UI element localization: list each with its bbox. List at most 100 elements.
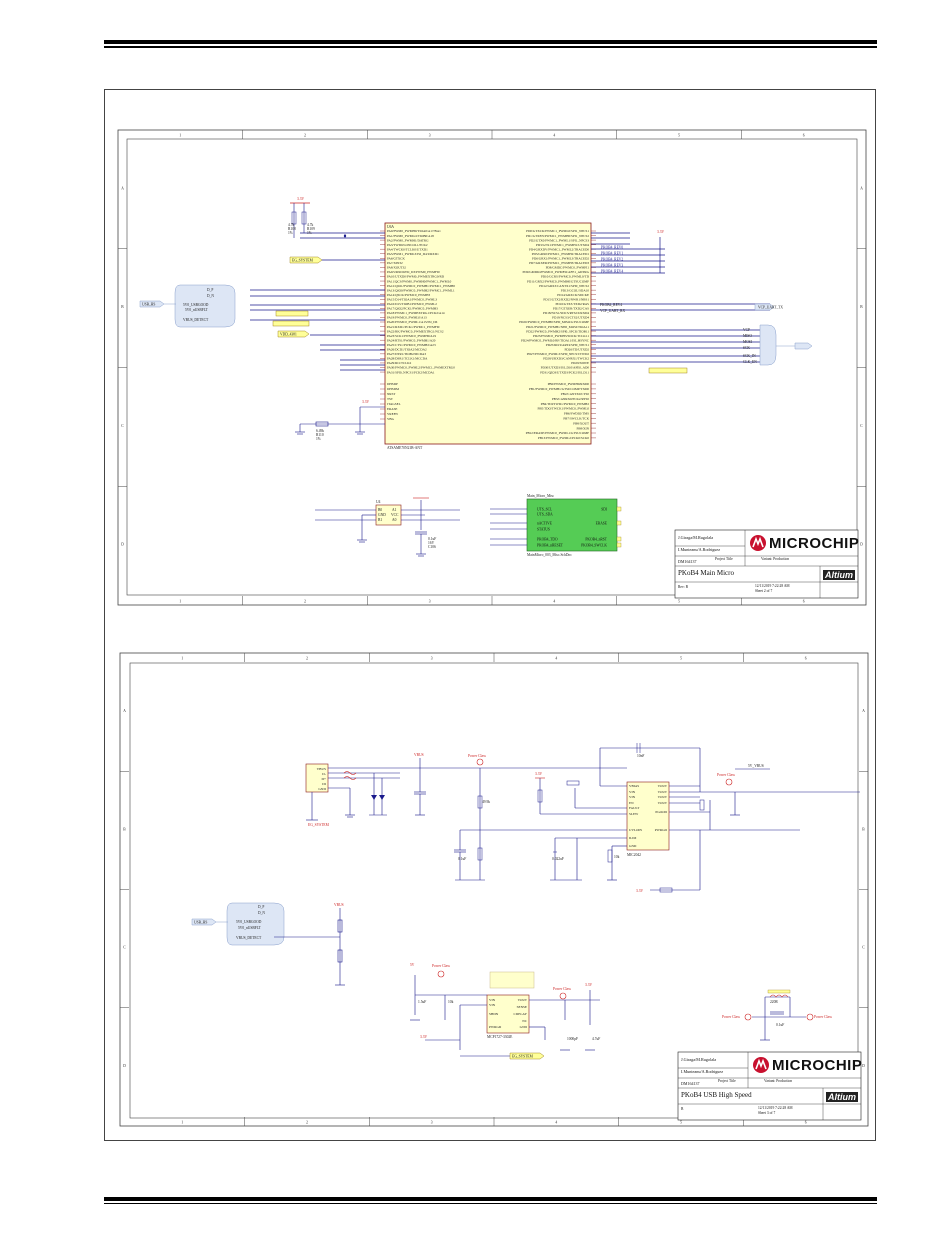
sub-right-pin: PKOB4_SWCLK (581, 543, 607, 547)
mcu-right-pin: PD30/UTXD3/ISI_D10/AFE0_AD0 (541, 366, 590, 370)
right-yellow-label (648, 367, 688, 374)
mic2042-right-pin: PWRGD (655, 828, 668, 832)
sub-port (616, 506, 622, 512)
mcu-right-pin: PD3/GTX1/PWMC1_PWMH1/UTXD4 (536, 243, 589, 247)
col-number: 5 (680, 657, 682, 661)
row-letter: A (121, 186, 124, 190)
mcu-right-pin: PD17/GTXER/TXD2/CAS (553, 307, 589, 311)
mic2042-left-pin: FAULT (629, 806, 640, 810)
row-letter: C (123, 946, 126, 950)
r108-tol: 1% (288, 231, 293, 235)
usb-input-wires (306, 758, 480, 821)
mic2042-right-pin: VOUT (658, 801, 668, 805)
power-class-1: Power Class (468, 754, 486, 758)
power-class-2: Power Class (717, 773, 735, 777)
rev-label: PKOB4_REV0 (601, 246, 623, 250)
c118-value: 4.7uF (592, 1037, 600, 1041)
mcp1727-part: MCP1727-3302E (487, 1035, 513, 1039)
sub-left-pin: UTS_SCL (537, 507, 552, 511)
mcu-bottom-right-pin: PB12/ERASE/PWMC0_PWML1/GTSUCOMP (526, 431, 590, 435)
tb-part-number: DM164137 (681, 1081, 699, 1086)
ldo-eg-system-label (509, 1052, 545, 1060)
power-class-3: Power Class (432, 964, 450, 968)
r110-value: 6.49k (316, 429, 324, 433)
tb-title: PKoB4 USB High Speed (681, 1091, 752, 1099)
mic2042-left-pin: SLEW (629, 812, 639, 816)
vbg-resistor (295, 406, 385, 435)
mcu-bottom-right-pin: PB1/PWMC0_PWMH1/GTSUCOMP/TXD0 (529, 387, 589, 391)
pkob4-rev-labels: PKOB4_REV0PKOB4_REV1PKOB4_REV2PKOB4_REV3… (601, 246, 623, 274)
eg-system-label (289, 256, 323, 264)
mcu-left-pin: PA21/RXD1/PCK1/PWMC1_PWMFI0 (387, 325, 440, 329)
r108-value: 4.7k (288, 223, 294, 227)
mcu-right-pin: PD29/SDWE (571, 361, 589, 365)
regulator-power-label-2: 3.3V (636, 889, 643, 893)
col-number: 3 (431, 1121, 433, 1125)
sck-label: MOSI (743, 340, 753, 344)
tb-sheet: Sheet 3 of 7 (758, 1111, 775, 1115)
mcu-left-pins: PA0/PWM0_PWMH0/TIOA0/A17/BA1PA1/PWM0_PWM… (380, 229, 455, 374)
sheet1-left-wires (250, 232, 385, 371)
r109-tol: 1% (307, 231, 312, 235)
mcu-right-pin: PD12/GRX3/CANTX1/SPI0_NPCS2 (539, 284, 589, 288)
mic2042-right-pin: VOUT (658, 784, 668, 788)
tb-part-number: DM164137 (678, 559, 696, 564)
mcu-right-pin: PD11/GRX2/PWMC0_PWMH0/GTSUCOMP (527, 279, 589, 283)
mcu-bottom-left-pin: VBG (387, 417, 395, 421)
r113-value: 49.9k (482, 800, 490, 804)
miso-label: VCP (743, 328, 750, 332)
mcu-bottom-right-pin: PB13/PWMC0_PWML2/PCK0/SCK0 (538, 436, 589, 440)
u4-pin-a0: A0 (392, 518, 397, 522)
col-number: 5 (680, 1121, 682, 1125)
tb-variant: Variant: Production (761, 557, 789, 561)
mcu-right-pin: PD1/GTXEN/PWMC1_PWMH0/SPI1_NPCS2 (526, 234, 589, 238)
mcu-body (384, 222, 592, 445)
r108-ref: R108 (288, 227, 296, 231)
mcu-bottom-right-pin: PB5/TDO/TWCK1/PWMC0_PWML0 (538, 407, 590, 411)
mcu-bottom-right-pin: PB7/SWCLK/TCK (563, 417, 589, 421)
tb-engineer: I.Munteanu/A.Rodriguez (678, 547, 720, 552)
col-number: 6 (803, 134, 805, 138)
sheet2-power-wires (454, 747, 860, 891)
connector-pin: D- (322, 772, 327, 776)
mcu-right-pin: PD0/GTXCK/PWMC1_PWML0/SPI1_NPCS1 (526, 229, 589, 233)
c116-value: 1.5uF (418, 1000, 426, 1004)
mic2042-left-pin: VIN (629, 795, 636, 799)
tb-date: 12/11/2019 7:22:28 AM (758, 1106, 793, 1110)
mcu-bottom-left-pin: DHSDM (387, 387, 399, 391)
spi-harness (759, 324, 777, 366)
c106-ref: C106 (428, 545, 436, 549)
mcu-right-pin: PD4/GRXDV/PWMC1_PWML2/TRACED0 (529, 247, 589, 251)
col-number: 3 (429, 600, 431, 604)
ldo-eg-system-text: EG_SYSTEM (512, 1055, 534, 1059)
c106-value: 0.1uF (428, 537, 436, 541)
tb-engineer: I.Munteanu/A.Rodriguez (681, 1069, 723, 1074)
mcu-left-pin: PA26/DCD1/TIOA2/MCDA2 (387, 348, 427, 352)
mcu-right-pin: PD25/RD/UART4/SPI0_NPCS1 (546, 343, 590, 347)
mcu-right-pin: PD23/PWMC0_PWMH3/SDCK/TCLK11 (533, 334, 589, 338)
rev-label: PKOB4_REV3 (601, 264, 623, 268)
title-block-frame (674, 529, 859, 599)
mcp1727-right-pin: CDELAY (514, 1012, 528, 1016)
row-letter: D (860, 543, 863, 547)
mcu-bottom-right-pins: PB0/PWMC0_PWMH0/RXD0PB1/PWMC0_PWMH1/GTSU… (526, 382, 596, 440)
mcp1727-right-pin: VOUT (518, 998, 528, 1002)
mcu-left-pin: PA6/GTXCK (387, 257, 405, 261)
mic2042-left-pin: EN (629, 801, 634, 805)
mcu-bottom-left-pin: VREFN (387, 412, 398, 416)
tb-drawn-by: J.Giraga/M.Rugolala (678, 535, 713, 540)
clk-en-label: SCK_IN (743, 354, 756, 358)
dp-label: D_P (207, 288, 213, 292)
col-number: 5 (678, 134, 680, 138)
c119-value: 0.1uF (776, 1023, 784, 1027)
mcp1727-left-pin: SHDN (489, 1012, 499, 1016)
vbg-power-label: 3.3V (362, 400, 369, 404)
mcp1727-left-pin: VIN (489, 1003, 496, 1007)
u4-pin-a1: A1 (392, 508, 397, 512)
power-class-5: Power Class (722, 1015, 740, 1019)
row-letter: B (862, 827, 865, 831)
u4-pin-b0: B0 (378, 508, 382, 512)
mcu-right-pin: PD18/NCS1/SDCS/RTS2/URXD4 (543, 311, 589, 315)
mcp1727-left-pin: PWRGD (489, 1025, 502, 1029)
